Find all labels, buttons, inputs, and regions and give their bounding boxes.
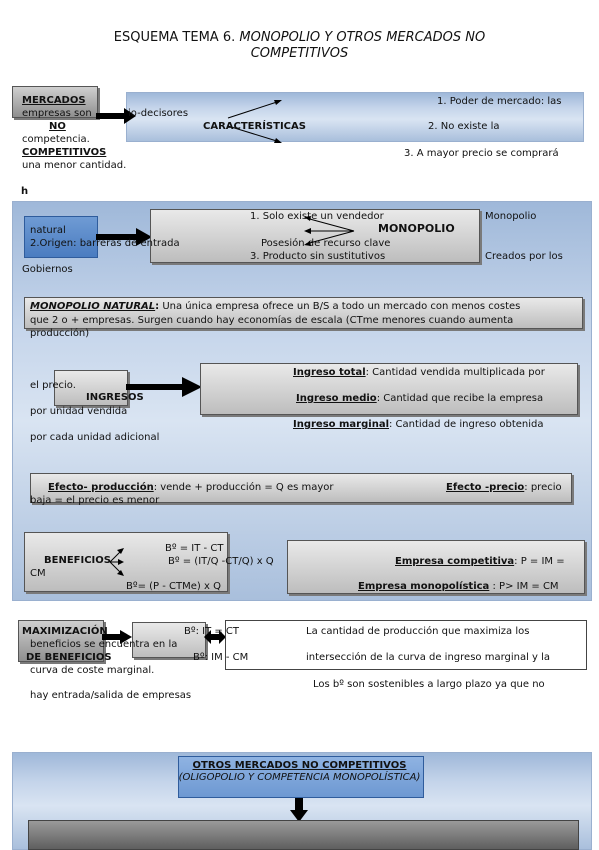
ingreso-total: Ingreso total: Cantidad vendida multipli…: [293, 367, 545, 379]
otros-label: OTROS MERCADOS NO COMPETITIVOS: [192, 760, 407, 771]
efectos-box: [30, 473, 572, 503]
otros-box: [178, 756, 424, 798]
monopolio-natural-text1: Una única empresa ofrece un B/S a todo u…: [159, 301, 521, 312]
menor-cantidad-text: una menor cantidad.: [22, 160, 127, 171]
empresa-competitiva-text: : P = IM =: [514, 556, 565, 567]
ingreso-marginal: Ingreso marginal: Cantidad de ingreso ob…: [293, 419, 544, 431]
b-im-cm: Bº: IM - CM: [193, 652, 249, 663]
maximizacion-detail-box: [225, 620, 587, 670]
el-precio-text: el precio.: [30, 380, 76, 391]
oligopolio-label: (OLIGOPOLIO Y COMPETENCIA MONOPOLÍSTICA): [178, 772, 421, 783]
creados-text: Creados por los: [485, 251, 563, 262]
curva-text: curva de coste marginal.: [30, 665, 155, 676]
monopolio-natural-box: [24, 297, 583, 329]
monopolio-item-3: 3. Producto sin sustitutivos: [250, 251, 386, 262]
branch-arrows-icon: [227, 100, 282, 143]
arrow-right-icon: [96, 108, 136, 124]
empresas-box: [287, 540, 585, 594]
ingreso-medio: Ingreso medio: Cantidad que recibe la em…: [296, 393, 543, 405]
arrow-right-icon: [102, 630, 132, 644]
origen-text: 2.Origen: barreras de entrada: [30, 238, 180, 249]
title-line1: MONOPOLIO Y OTROS MERCADOS NO: [239, 30, 486, 45]
ingreso-total-label: Ingreso total: [293, 367, 366, 378]
sostenibles-text: Los bº son sostenibles a largo plazo ya …: [313, 679, 545, 690]
maximizacion-middle-box: [132, 622, 206, 658]
ingresos-box: [54, 370, 128, 406]
title-prefix: ESQUEMA TEMA 6.: [113, 30, 240, 45]
ingreso-marginal-label: Ingreso marginal: [293, 419, 389, 430]
caracteristica-3: 3. A mayor precio se comprará: [404, 148, 559, 159]
maximizacion-box: [18, 620, 104, 662]
cm-text: CM: [30, 568, 46, 579]
monopolio-natural-line1: MONOPOLIO NATURAL: Una única empresa ofr…: [30, 301, 520, 313]
empresa-monopolistica-label: Empresa monopolística: [358, 581, 490, 592]
origen-box: [24, 216, 98, 258]
efecto-produccion-label: Efecto- producción: [48, 482, 154, 493]
branch-arrows-icon: [109, 548, 124, 576]
beneficio-formula-3: Bº= (P - CTMe) x Q: [126, 581, 221, 592]
empresa-competitiva-label: Empresa competitiva: [395, 556, 515, 567]
efecto-precio-text: : precio: [524, 482, 562, 493]
arrow-right-icon: [126, 377, 202, 397]
next-box: [28, 820, 579, 850]
baja-text: baja = el precio es menor: [30, 495, 160, 506]
monopolio-item-2: Posesión de recurso clave: [261, 238, 391, 249]
monopolio-natural-line2: que 2 o + empresas. Surgen cuando hay ec…: [30, 315, 514, 326]
competitivos-label: COMPETITIVOS: [22, 147, 107, 158]
efecto-produccion: Efecto- producción: vende + producción =…: [48, 482, 334, 494]
caracteristica-1: 1. Poder de mercado: las: [437, 96, 562, 107]
por-unidad-text: por unidad vendida: [30, 406, 128, 417]
cantidad-text: La cantidad de producción que maximiza l…: [306, 626, 530, 637]
monopolio-box: [150, 209, 480, 263]
de-beneficios-label: DE BENEFICIOS: [26, 652, 112, 663]
empresas-text: empresas son: [22, 108, 92, 119]
monopolio-side: Monopolio: [485, 211, 537, 222]
arrow-down-icon: [290, 798, 308, 822]
ingreso-total-text: : Cantidad vendida multiplicada por: [365, 367, 545, 378]
ingreso-medio-label: Ingreso medio: [296, 393, 377, 404]
title-line2: COMPETITIVOS: [250, 46, 349, 61]
no-label: NO: [49, 121, 66, 132]
caracteristicas-label: CARACTERÍSTICAS: [203, 121, 306, 132]
beneficios-se-text: beneficios se encuentra en la: [30, 639, 178, 650]
double-arrow-icon: [204, 630, 226, 644]
beneficios-label: BENEFICIOS: [44, 555, 111, 566]
hay-entrada-text: hay entrada/salida de empresas: [30, 690, 192, 701]
maximizacion-label: MAXIMIZACIÓN: [22, 626, 108, 637]
interseccion-text: intersección de la curva de ingreso marg…: [306, 652, 551, 663]
monopolio-natural-label: MONOPOLIO NATURAL: [30, 301, 156, 312]
ingreso-marginal-text: : Cantidad de ingreso obtenida: [389, 419, 544, 430]
ingresos-detail-box: [200, 363, 578, 415]
beneficios-box: [24, 532, 228, 592]
efecto-produccion-text: : vende + producción = Q es mayor: [153, 482, 334, 493]
monopolio-item-1: 1. Solo existe un vendedor: [250, 211, 384, 222]
beneficio-formula-1: Bº = IT - CT: [165, 543, 224, 554]
decisores-text: io-decisores: [128, 108, 189, 119]
efecto-precio-label: Efecto -precio: [446, 482, 525, 493]
ingreso-medio-text: : Cantidad que recibe la empresa: [376, 393, 544, 404]
stray-h: h: [21, 186, 29, 197]
mercados-box: [12, 86, 98, 118]
monopolio-natural-line3: producción): [30, 328, 90, 339]
ingresos-label: INGRESOS: [86, 392, 144, 403]
empresa-competitiva: Empresa competitiva: P = IM =: [395, 556, 565, 568]
competencia-text: competencia.: [22, 134, 90, 145]
monopolio-natural-colon: :: [155, 301, 160, 312]
beneficio-formula-2: Bº = (IT/Q -CT/Q) x Q: [168, 556, 274, 567]
document-title: ESQUEMA TEMA 6. MONOPOLIO Y OTROS MERCAD…: [0, 30, 599, 62]
b-it-ct: Bº: IT = CT: [184, 626, 240, 637]
por-cada-text: por cada unidad adicional: [30, 432, 160, 443]
efecto-precio: Efecto -precio: precio: [446, 482, 562, 494]
arrow-right-icon: [96, 228, 152, 246]
monopolio-label: MONOPOLIO: [378, 222, 455, 235]
empresa-monopolistica: Empresa monopolística : P> IM = CM: [358, 581, 559, 593]
gobiernos-text: Gobiernos: [22, 264, 73, 275]
mercados-label: MERCADOS: [22, 95, 86, 106]
branch-arrows-icon: [304, 216, 355, 246]
caracteristica-2: 2. No existe la: [428, 121, 500, 132]
natural-text: natural: [30, 225, 66, 236]
caracteristicas-band: [126, 92, 584, 142]
empresa-monopolistica-text: : P> IM = CM: [489, 581, 559, 592]
